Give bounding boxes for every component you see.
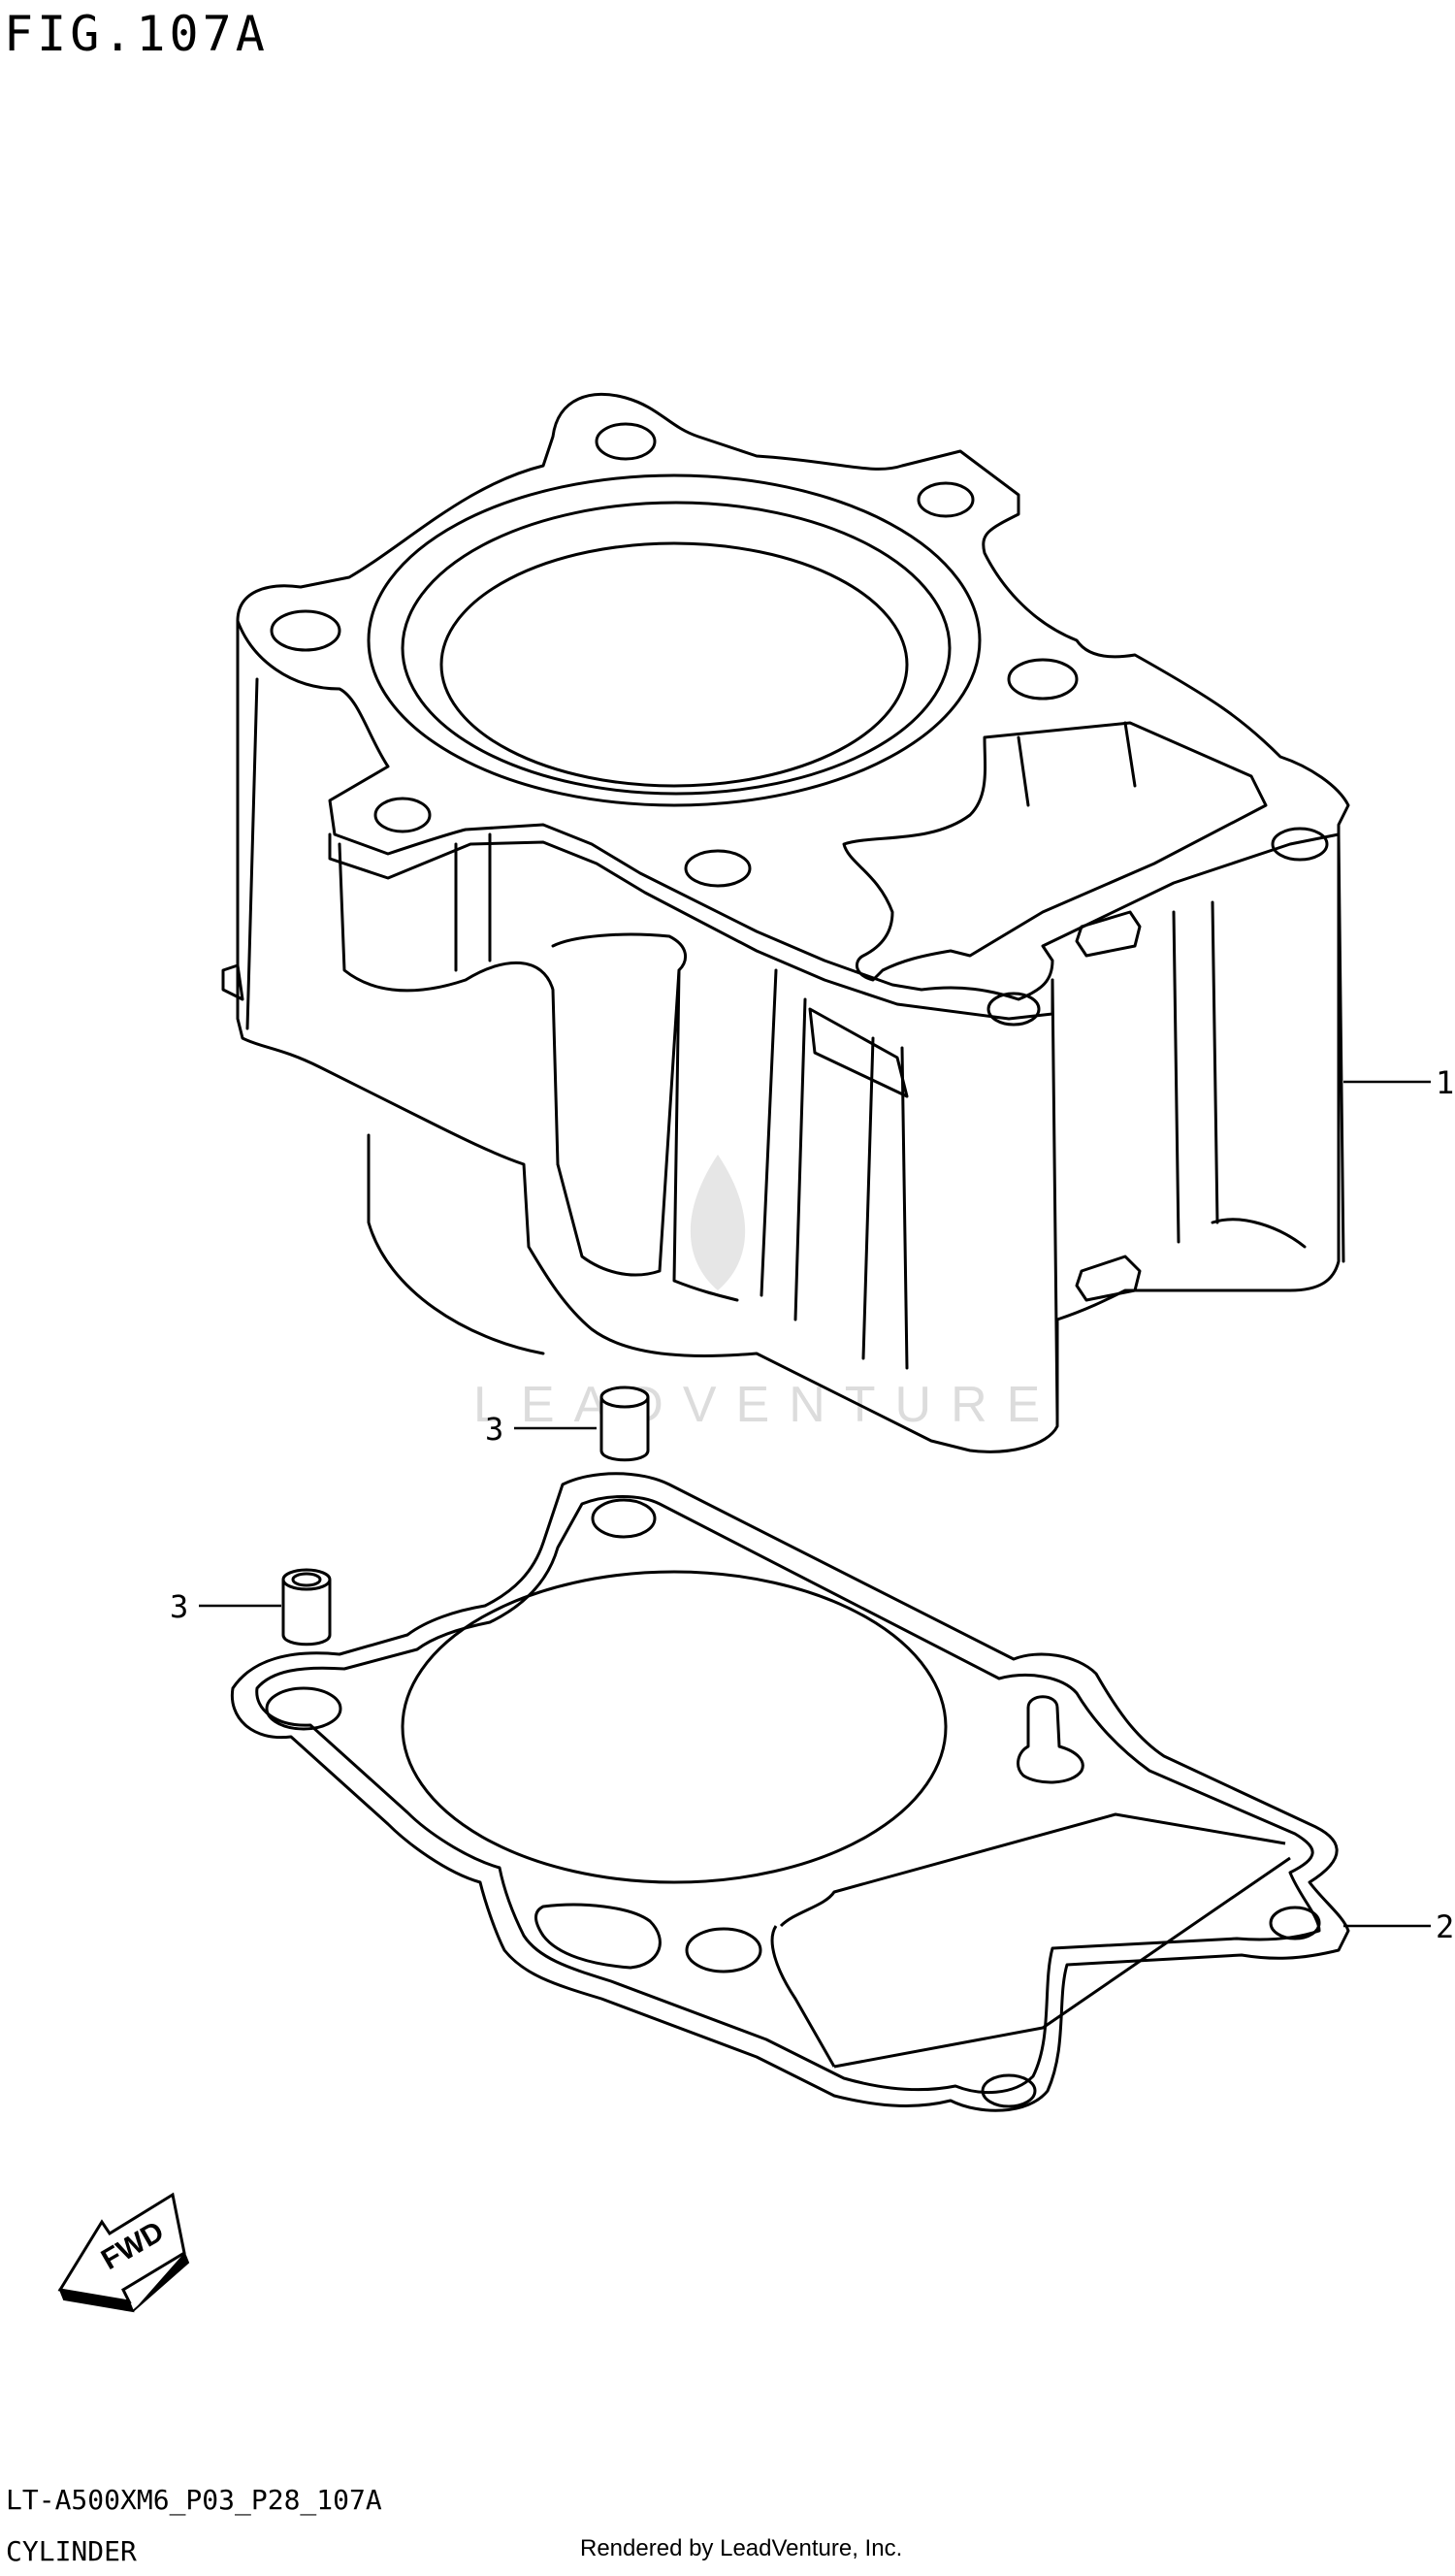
cam-chain-tunnel: [844, 723, 1266, 980]
fwd-direction-arrow: FWD: [60, 2195, 188, 2311]
dowel-pin-bore: [293, 1574, 320, 1585]
fwd-arrow-icon: [60, 2195, 184, 2301]
cylinder-fins: [761, 970, 907, 1368]
cylinder-side-lug: [223, 965, 242, 999]
bolt-hole: [919, 483, 973, 516]
figure-title: FIG.107A: [4, 6, 269, 62]
gasket-tunnel-edge: [781, 1814, 1285, 1926]
cylinder-deck-lower-edge: [330, 834, 1052, 1019]
gasket-bolt-hole: [687, 1929, 760, 1972]
model-code: LT-A500XM6_P03_P28_107A: [6, 2484, 382, 2516]
cylinder-bore-outer: [369, 475, 980, 805]
dowel-pin-body: [601, 1397, 648, 1460]
gasket-oil-passage: [1018, 1697, 1083, 1782]
gasket-bolt-hole: [593, 1500, 655, 1537]
gasket-bolt-hole: [983, 2075, 1035, 2106]
bolt-hole: [988, 994, 1039, 1025]
gasket-bolt-hole: [267, 1688, 340, 1729]
cylinder-left-boss: [340, 844, 558, 1164]
gasket-inner-edge: [257, 1497, 1319, 2093]
watermark: LEADVENTURE: [473, 1155, 1059, 1433]
part-cylinder[interactable]: [223, 394, 1348, 1451]
cylinder-right-corner: [1052, 980, 1057, 1417]
cylinder-left-wall: [247, 679, 257, 1028]
bolt-hole: [1009, 660, 1077, 699]
part-cylinder-gasket[interactable]: [232, 1474, 1348, 2110]
cylinder-fin-top: [810, 1009, 907, 1096]
gasket-bore-opening: [403, 1572, 946, 1882]
cylinder-rib: [456, 834, 490, 970]
cylinder-right-fin: [1174, 902, 1217, 1242]
callout-3-upper[interactable]: 3: [485, 1411, 503, 1448]
cylinder-bore-inner: [441, 543, 907, 786]
cam-chain-tunnel-detail: [1018, 723, 1135, 805]
watermark-flame-icon: [690, 1155, 746, 1290]
gasket-water-passage: [536, 1905, 661, 1968]
cylinder-center-rib: [553, 934, 686, 1275]
gasket-bolt-hole: [1271, 1908, 1319, 1939]
fwd-arrow-shadow: [60, 2253, 188, 2311]
bolt-hole: [375, 799, 430, 831]
cylinder-sleeve: [369, 1135, 543, 1353]
cylinder-outline: [238, 394, 1348, 1451]
bolt-hole: [1273, 829, 1327, 860]
gasket-tunnel-bottom: [834, 1858, 1290, 2067]
bolt-hole: [272, 611, 340, 650]
callout-1[interactable]: 1: [1436, 1064, 1454, 1101]
gasket-tunnel-left: [772, 1926, 834, 2067]
dowel-pin-body: [283, 1580, 330, 1645]
cylinder-base-flange-detail: [1212, 1220, 1305, 1247]
cylinder-bore-mid: [403, 503, 950, 794]
gasket-outline: [232, 1474, 1348, 2110]
leader-lines: [199, 1082, 1431, 1926]
part-dowel-pin-lower[interactable]: [283, 1570, 330, 1645]
rendered-by-credit: Rendered by LeadVenture, Inc.: [580, 2535, 903, 2561]
cylinder-right-wall: [1339, 834, 1343, 1261]
bolt-hole: [597, 424, 655, 459]
cylinder-center-rib-face: [674, 970, 737, 1300]
dowel-pin-top: [601, 1387, 648, 1407]
callout-3-lower[interactable]: 3: [170, 1588, 188, 1625]
part-dowel-pin-upper[interactable]: [601, 1387, 648, 1460]
watermark-text: LEADVENTURE: [473, 1377, 1059, 1433]
stud-tab: [1077, 1256, 1140, 1300]
callout-2[interactable]: 2: [1436, 1908, 1454, 1945]
figure-caption: CYLINDER: [6, 2535, 137, 2567]
cylinder-deck-edge: [238, 621, 1339, 999]
stud-tab: [1077, 912, 1140, 956]
bolt-hole: [686, 851, 750, 886]
